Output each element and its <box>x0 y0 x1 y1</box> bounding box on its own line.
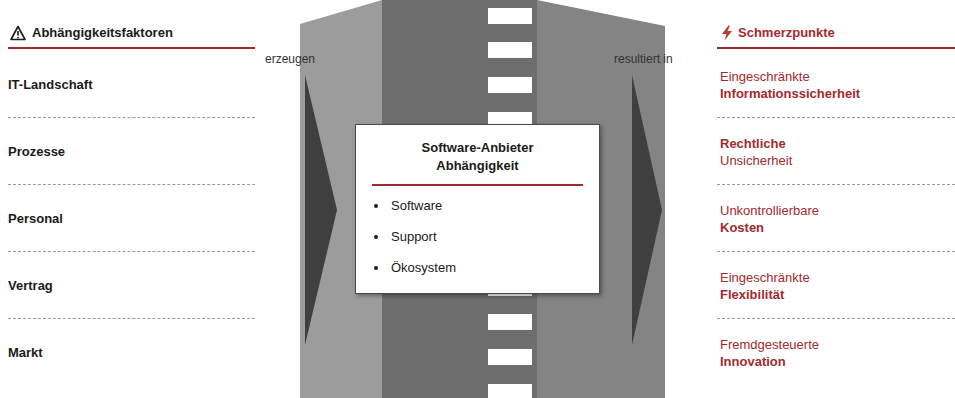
bullet-dot <box>374 204 378 208</box>
factor-label: Vertrag <box>8 278 255 294</box>
bullet-text: Support <box>391 229 437 245</box>
factor-band: Vertrag <box>8 253 255 319</box>
pain-point-label: Fremdgesteuerte <box>720 336 955 353</box>
flow-arrow <box>632 75 662 345</box>
pain-point-label: Informationssicherheit <box>720 85 955 102</box>
factor-label: Markt <box>8 345 255 361</box>
lightning-icon <box>719 25 735 41</box>
center-box: Software-Anbieter AbhängigkeitSoftwareSu… <box>355 124 600 294</box>
group-panel: SchmerzpunkteEingeschränkteInformationss… <box>717 20 955 390</box>
pain-point-label: Rechtliche <box>720 135 955 152</box>
pain-point-band: EingeschränkteInformationssicherheit <box>717 52 955 118</box>
pain-point-label: Unsicherheit <box>720 152 955 169</box>
flow-arrow <box>305 75 337 345</box>
group-panel: AbhängigkeitsfaktorenIT-LandschaftProzes… <box>8 20 255 390</box>
bullet-row: Ökosystem <box>372 252 583 283</box>
arrow-label: erzeugen <box>265 52 315 67</box>
box-title: Software-Anbieter Abhängigkeit <box>395 139 560 175</box>
window <box>488 8 532 24</box>
column-heading: Abhängigkeitsfaktoren <box>32 25 173 41</box>
window <box>488 42 532 58</box>
heading-rule <box>8 47 255 49</box>
factor-band: IT-Landschaft <box>8 52 255 118</box>
bullet-row: Support <box>372 221 583 252</box>
factor-label: Personal <box>8 211 255 227</box>
bullet-text: Software <box>391 198 442 214</box>
bullet-row: Software <box>372 190 583 221</box>
window <box>488 384 532 398</box>
bullet-dot <box>374 266 378 270</box>
column-heading: Schmerzpunkte <box>738 25 835 41</box>
pain-point-label: Innovation <box>720 353 955 370</box>
factor-band: Personal <box>8 186 255 252</box>
pain-point-label: Eingeschränkte <box>720 269 955 286</box>
factor-label: IT-Landschaft <box>8 77 255 93</box>
window <box>488 314 532 330</box>
factor-band: Prozesse <box>8 119 255 185</box>
factor-label: Prozesse <box>8 144 255 160</box>
pain-point-band: EingeschränkteFlexibilität <box>717 253 955 319</box>
bullet-dot <box>374 235 378 239</box>
pain-point-label: Unkontrollierbare <box>720 202 955 219</box>
pain-point-band: RechtlicheUnsicherheit <box>717 119 955 185</box>
pain-point-label: Flexibilität <box>720 286 955 303</box>
pain-point-band: FremdgesteuerteInnovation <box>717 320 955 386</box>
window <box>488 349 532 365</box>
title-rule <box>372 184 583 186</box>
bullet-text: Ökosystem <box>391 260 456 276</box>
factor-band: Markt <box>8 320 255 386</box>
pain-point-label: Kosten <box>720 219 955 236</box>
window <box>488 77 532 93</box>
pain-point-label: Eingeschränkte <box>720 68 955 85</box>
heading-rule <box>717 47 955 49</box>
arrow-label: resultiert in <box>614 52 673 67</box>
pain-point-band: UnkontrollierbareKosten <box>717 186 955 252</box>
warning-icon <box>10 25 26 41</box>
